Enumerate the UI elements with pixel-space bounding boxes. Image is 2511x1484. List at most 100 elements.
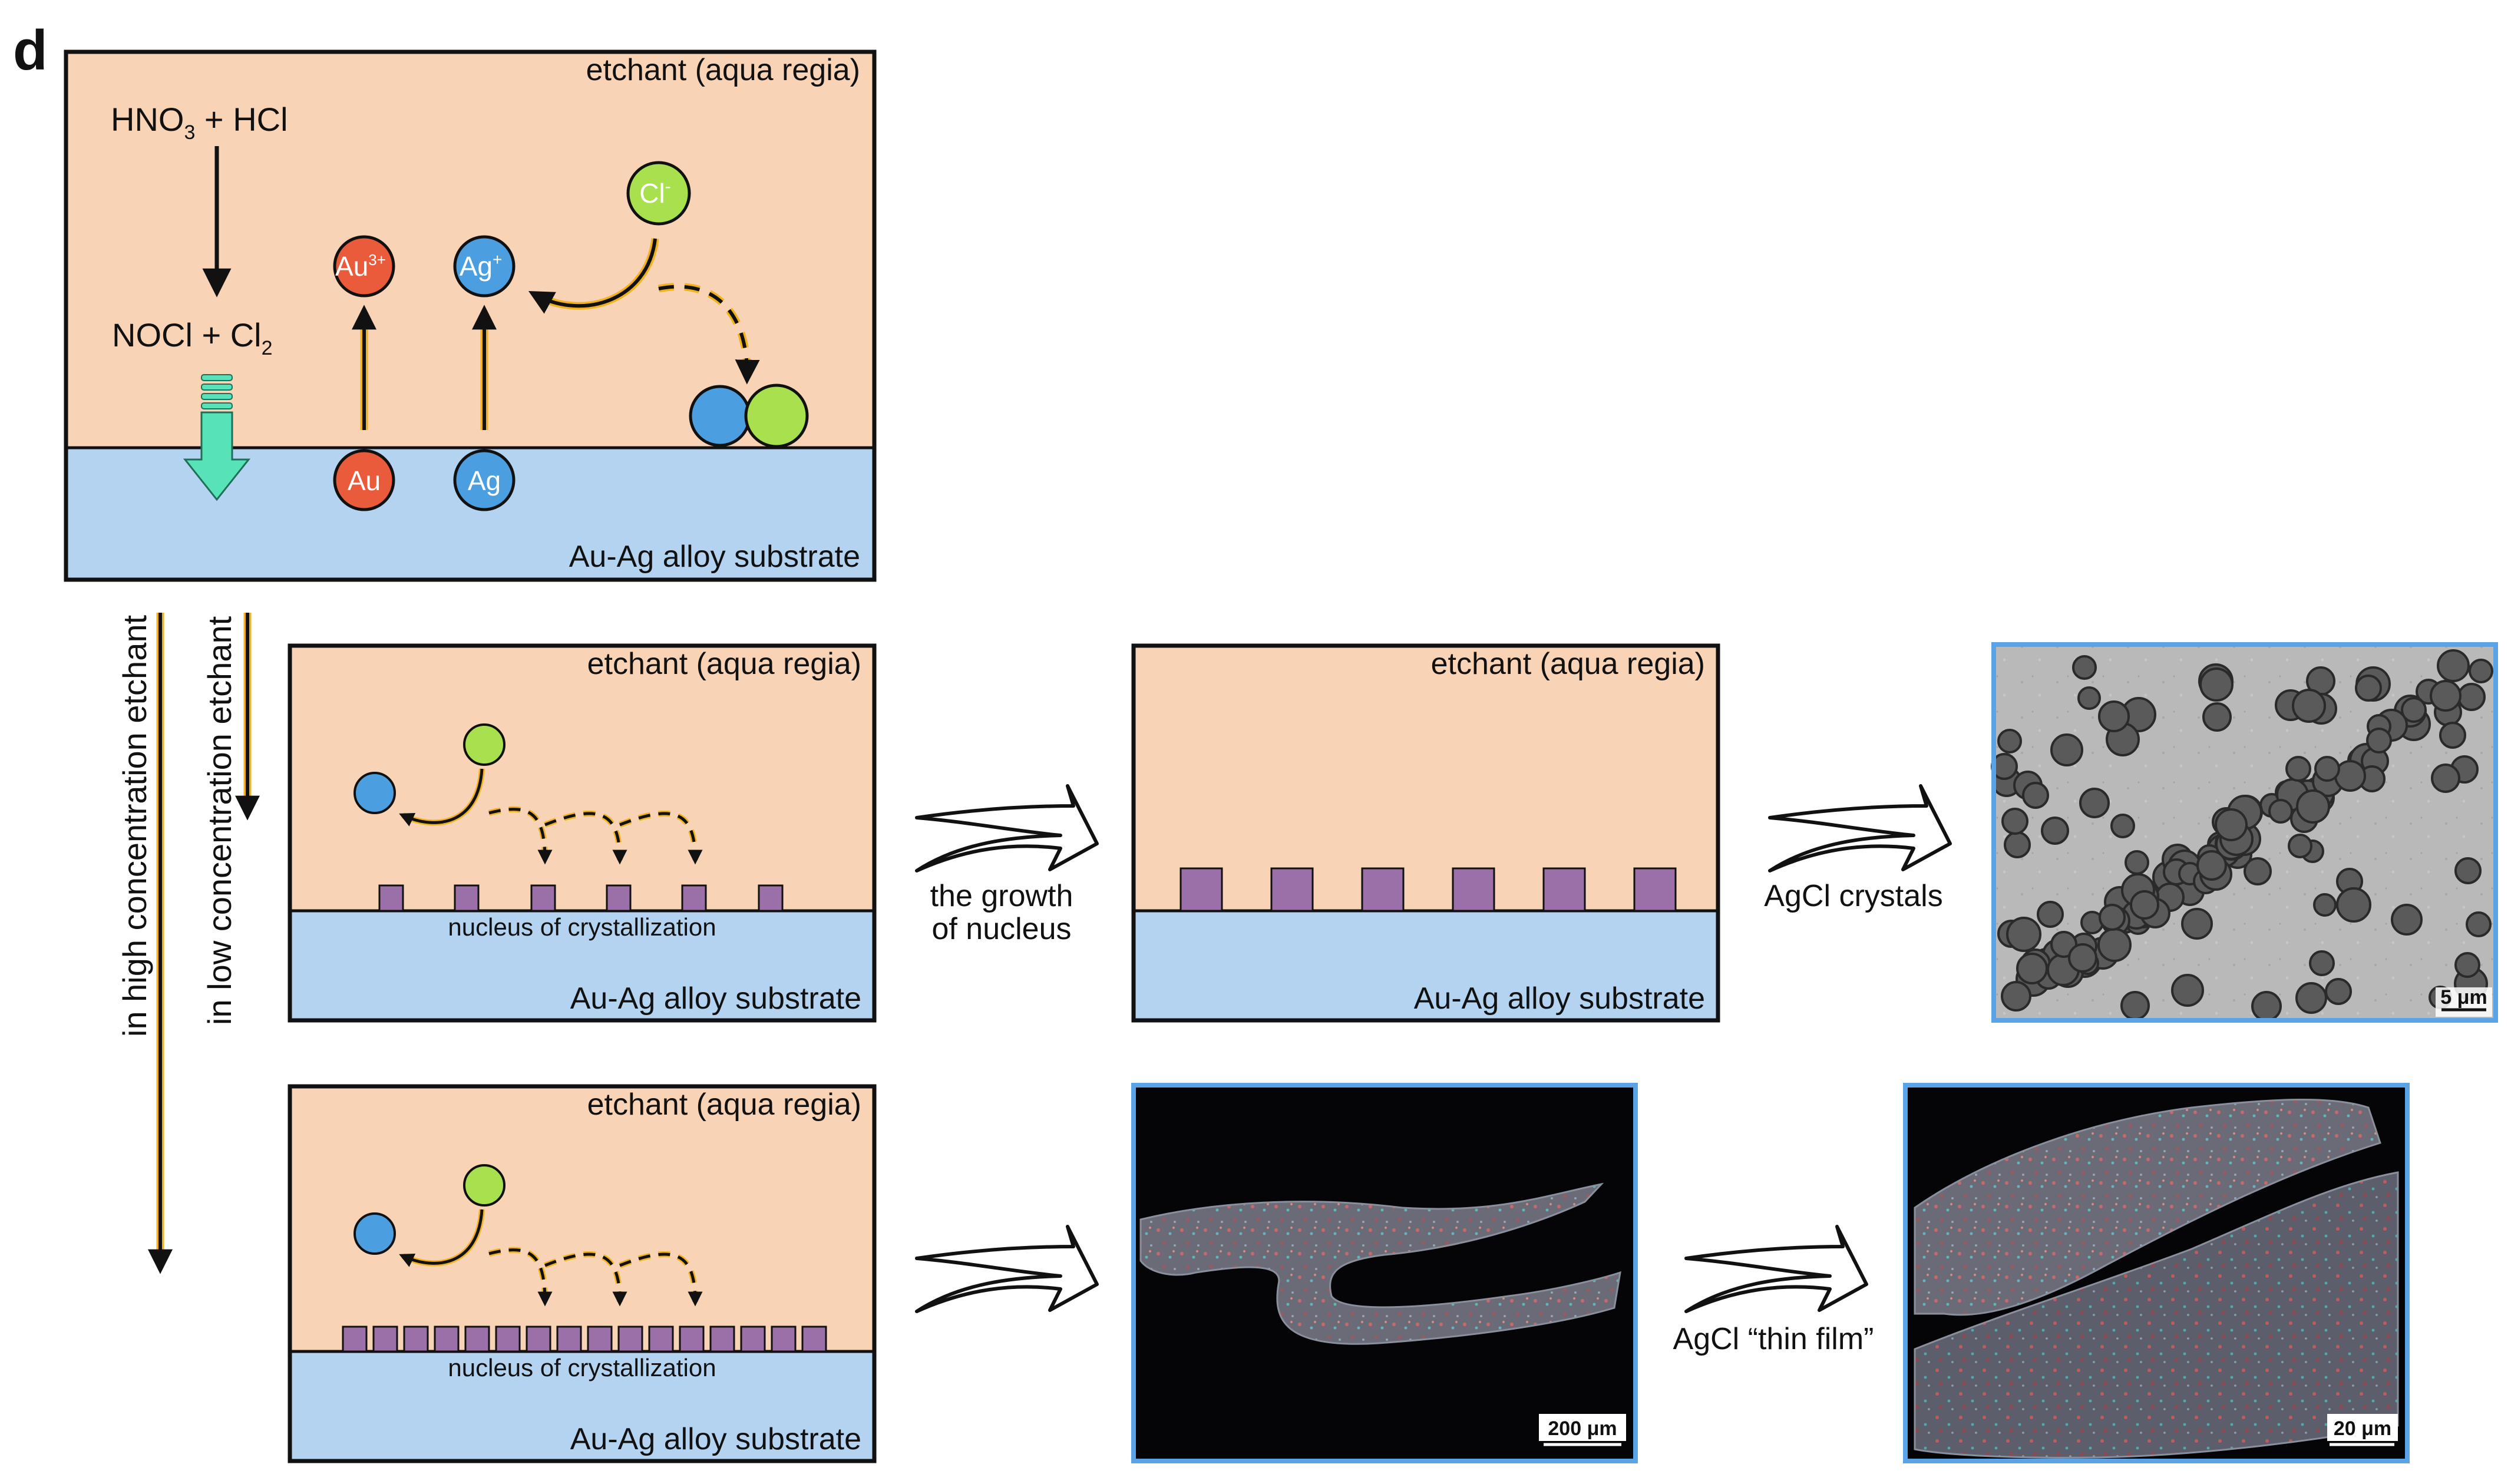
crystal-particle [2077, 686, 2101, 710]
agcl-thin-film-label: AgCl “thin film” [1673, 1322, 1874, 1356]
overview-scale-label: 200 μm [1548, 1417, 1617, 1440]
crystal-particle [2295, 982, 2327, 1014]
crystal-particle [2130, 890, 2159, 920]
crystal-open-arrow-icon [1768, 784, 1952, 872]
nucleus [454, 884, 480, 912]
crystal-particle [2098, 700, 2130, 732]
nucleus [530, 884, 556, 912]
nucleus [372, 1326, 398, 1353]
high-row-panel-1: etchant (aqua regia) Au-Ag alloy substra… [288, 1084, 877, 1463]
nucleus [606, 884, 632, 912]
crystal-particle [2325, 978, 2352, 1005]
crystal-particle [2439, 722, 2466, 749]
crystal-particle [2120, 991, 2150, 1020]
silver-atom-label: Ag [468, 465, 501, 496]
agcl-crystals-micrograph: 5 μm [1991, 642, 2498, 1023]
crystal-particle [2296, 789, 2330, 824]
crystal-particle [2313, 893, 2337, 917]
chloride-ion-icon [626, 161, 691, 226]
crystal-particle [2292, 689, 2326, 723]
detail-scale-label: 20 μm [2334, 1417, 2391, 1440]
growth-open-arrow-icon [915, 784, 1099, 872]
crystal-particle [2334, 760, 2366, 792]
nucleus [556, 1326, 582, 1353]
gold-ion-icon [333, 235, 395, 298]
silver-ion-label: Ag+ [460, 250, 503, 282]
high-dashed-arrow-2 [544, 1252, 627, 1307]
reactants-formula: HNO3 + HCl [111, 101, 288, 144]
nucleus [434, 1326, 460, 1353]
nucleus [758, 884, 784, 912]
nucleus [681, 884, 707, 912]
crystal-particle [2004, 831, 2031, 858]
low-binding-arrow [399, 768, 484, 827]
nucleus [648, 1326, 674, 1353]
crystal-particle [2215, 808, 2248, 841]
silver-atom-icon [453, 449, 516, 511]
nucleus [740, 1326, 766, 1353]
low-panel1-etchant-label: etchant (aqua regia) [587, 647, 861, 681]
high-concentration-label: in high concentration etchant [116, 615, 153, 1037]
branch-arrows: in high concentration etchant in low con… [116, 613, 260, 1274]
grown-nucleus [1452, 867, 1495, 912]
silver-ion-icon [453, 235, 516, 298]
crystal-particle [2072, 655, 2097, 680]
high-dashed-arrow-3 [619, 1252, 703, 1307]
low-row-panel-2: etchant (aqua regia) Au-Ag alloy substra… [1131, 643, 1720, 1023]
crystal-particle [2196, 850, 2227, 881]
low-panel2-etchant-label: etchant (aqua regia) [1431, 647, 1705, 681]
low-dashed-arrow-3 [619, 812, 703, 865]
crystal-particles [1991, 649, 2493, 1022]
crystal-particle [2199, 667, 2234, 702]
crystal-particle [2006, 917, 2041, 952]
low-panel2-substrate-label: Au-Ag alloy substrate [1414, 981, 1705, 1016]
low-silver-ion-icon [353, 772, 396, 814]
crystal-particle [2001, 808, 2028, 835]
nucleus [679, 1326, 705, 1353]
crystal-particle [2016, 953, 2048, 984]
low-chloride-ion-icon [463, 723, 505, 766]
crystal-particle [2171, 974, 2204, 1007]
nucleus [801, 1326, 827, 1353]
panel-letter: d [13, 19, 48, 82]
crystal-particle [2202, 702, 2232, 732]
top-panel: etchant (aqua regia) Au-Ag alloy substra… [64, 49, 877, 582]
grown-nuclei [1179, 867, 1677, 912]
crystal-particle [2457, 683, 2486, 711]
grown-nucleus [1633, 867, 1677, 912]
crystal-particle [2251, 991, 2282, 1022]
crystal-particle [2022, 782, 2049, 809]
grown-nucleus [1542, 867, 1586, 912]
high-panel1-etchant-label: etchant (aqua regia) [587, 1088, 861, 1122]
growth-label-line2: of nucleus [931, 912, 1071, 946]
grown-nucleus [1361, 867, 1405, 912]
high-chloride-ion-icon [463, 1164, 505, 1207]
low-panel1-substrate-label: Au-Ag alloy substrate [570, 981, 861, 1016]
high-silver-ion-icon [353, 1212, 396, 1255]
low-dashed-arrow-1 [488, 808, 553, 865]
nucleus [342, 1326, 368, 1353]
crystal-particle [2268, 799, 2293, 824]
nucleus [526, 1326, 551, 1353]
crystal-particle [2110, 814, 2135, 838]
high-panel1-nucleus-label: nucleus of crystallization [448, 1354, 716, 1381]
nucleus [617, 1326, 643, 1353]
high-panel1-substrate-label: Au-Ag alloy substrate [570, 1422, 861, 1456]
high-binding-arrow [399, 1209, 484, 1267]
crystal-particle [2366, 728, 2392, 753]
crystal-particle [2041, 817, 2069, 845]
crystal-particle [2068, 943, 2097, 973]
attack-arrow-icon [183, 374, 251, 501]
crystal-particle [2125, 850, 2149, 875]
crystal-particle [2314, 756, 2340, 782]
crystal-particle [2430, 680, 2462, 712]
chloride-binding-arrow [528, 238, 657, 314]
nucleus [464, 1326, 490, 1353]
crystal-particle [1997, 729, 2022, 753]
products-formula: NOCl + Cl2 [112, 316, 273, 359]
crystal-particle [2079, 788, 2110, 818]
crystal-particle [2097, 928, 2132, 962]
crystal-particle [2454, 952, 2480, 978]
thin-film-open-arrow-icon [1684, 1225, 1868, 1313]
